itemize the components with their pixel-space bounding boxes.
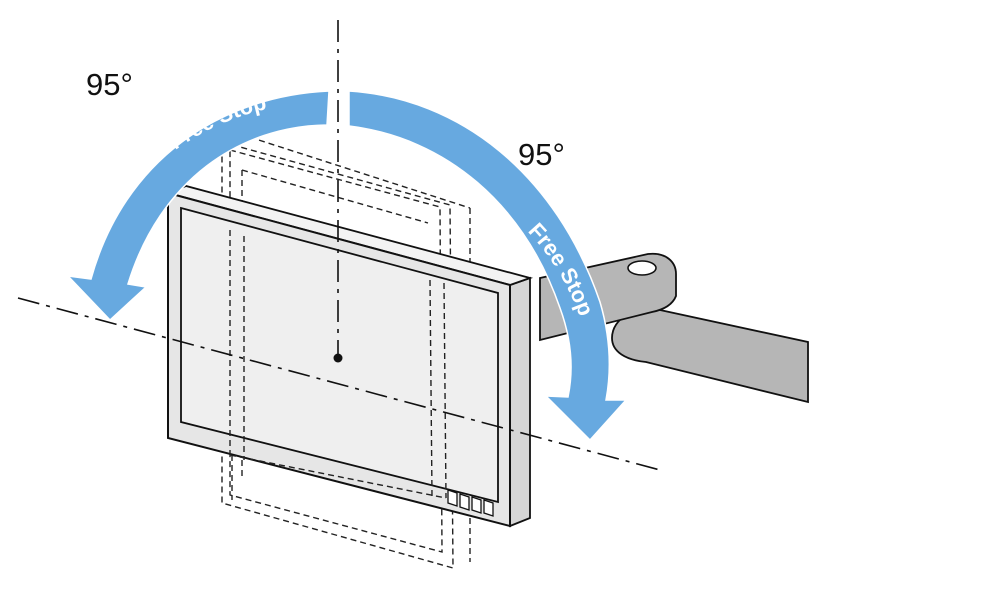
outline-foreground xyxy=(229,230,447,499)
right-angle-label: 95° xyxy=(518,137,565,172)
monitor-button xyxy=(483,499,494,517)
left-angle-label: 95° xyxy=(86,67,133,102)
rotation-center-point xyxy=(333,353,343,363)
horizontal-axis xyxy=(17,297,661,471)
arm-pivot-cap xyxy=(627,260,657,276)
monitor xyxy=(165,185,534,528)
monitor-button xyxy=(459,493,470,511)
right-arrow-shape xyxy=(348,90,628,442)
monitor-side xyxy=(509,276,531,528)
monitor-button xyxy=(447,489,458,507)
rotation-axes xyxy=(17,20,661,471)
monitor-button xyxy=(471,496,482,514)
left-arrow-shape xyxy=(65,90,330,322)
monitor-control-buttons xyxy=(447,489,494,517)
